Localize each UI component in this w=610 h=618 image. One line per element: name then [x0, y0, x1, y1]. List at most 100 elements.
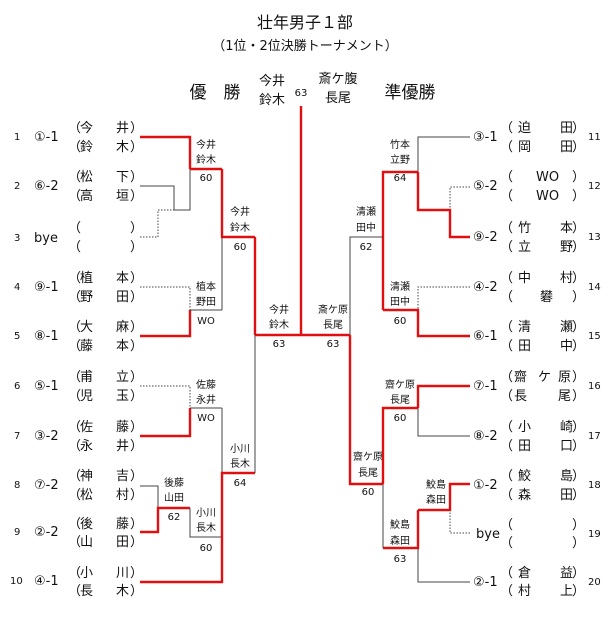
- player-name: 甫: [80, 370, 93, 385]
- player-name: 倉: [518, 566, 531, 581]
- result-score: 60: [394, 316, 407, 327]
- right-entry: ⑧-2 （小崎） （田口） 17: [473, 420, 601, 454]
- bracket-line: [416, 172, 470, 239]
- svg-text:（: （: [500, 240, 513, 255]
- result-score: 60: [200, 173, 213, 184]
- svg-text:）: ）: [130, 221, 143, 236]
- player-name: 野: [80, 290, 93, 305]
- player-name: 麻: [116, 320, 129, 335]
- right-entry: ⑥-1 （清瀬） （田中） 15: [473, 320, 601, 354]
- result-name: 植本: [196, 280, 216, 293]
- entry-seed: ④-1: [34, 574, 59, 589]
- left-entry: 6 ⑤-1 （甫立） （児玉）: [14, 370, 143, 404]
- player-name: 木: [116, 140, 129, 155]
- result-name: 田中: [356, 221, 376, 234]
- entry-seed: ②-2: [34, 525, 59, 540]
- player-name: 後: [80, 517, 93, 532]
- bracket-line: [140, 385, 191, 408]
- player-name: 垣: [116, 189, 129, 204]
- player-name: 長: [80, 584, 93, 599]
- bracket-line: [381, 170, 418, 237]
- result-score: 62: [168, 512, 181, 523]
- right-entry: ①-2 （鮫島） （森田） 18: [473, 469, 601, 503]
- svg-text:（: （: [68, 488, 81, 503]
- final-right-name-1: 斎ケ腹: [318, 71, 357, 87]
- player-name: 鮫: [518, 469, 531, 484]
- entry-number: 14: [588, 282, 601, 293]
- svg-text:）: ）: [572, 389, 585, 404]
- semi-left-name-2: 鈴木: [269, 318, 289, 331]
- player-name: 迫: [518, 121, 531, 136]
- right-entry: ②-1 （倉益） （村上） 20: [473, 566, 601, 599]
- result-score: 64: [394, 173, 407, 184]
- svg-text:）: ）: [572, 584, 585, 599]
- svg-text:）: ）: [130, 535, 143, 550]
- player-name: 井: [116, 439, 129, 454]
- result-name: 山田: [164, 492, 184, 504]
- entry-seed: ⑨-1: [34, 280, 59, 295]
- right-entry: ⑨-2 （竹本） （立野） 13: [473, 221, 601, 255]
- entry-number: 16: [588, 381, 601, 392]
- player-name: 益: [560, 566, 573, 581]
- result-name: 森田: [390, 534, 410, 547]
- svg-text:）: ）: [130, 389, 143, 404]
- champion-label: 優 勝: [190, 83, 241, 103]
- bracket-line: [383, 308, 470, 338]
- player-name: 神: [80, 469, 93, 484]
- left-entry: 9 ②-2 （後藤） （山田）: [14, 517, 143, 550]
- player-name: 尾: [558, 389, 571, 404]
- left-entry: 7 ③-2 （佐藤） （永井）: [14, 420, 143, 454]
- svg-text:（: （: [500, 339, 513, 354]
- svg-text:（: （: [68, 320, 81, 335]
- result-score: WO: [197, 316, 215, 327]
- svg-text:）: ）: [130, 469, 143, 484]
- left-entry: 8 ⑦-2 （神吉） （松村）: [14, 469, 143, 503]
- player-name: 礬: [540, 290, 553, 305]
- svg-text:（: （: [68, 535, 81, 550]
- player-name: 児: [80, 389, 93, 404]
- left-entry: 5 ⑧-1 （大麻） （藤本）: [14, 320, 143, 354]
- svg-text:）: ）: [572, 536, 585, 551]
- page-title: 壮年男子１部: [257, 13, 353, 32]
- result-name: 竹本: [390, 138, 410, 151]
- entry-seed: ⑧-2: [473, 429, 498, 444]
- svg-text:（: （: [500, 189, 513, 204]
- entry-number: 11: [588, 132, 601, 143]
- svg-text:（: （: [68, 370, 81, 385]
- svg-text:（: （: [500, 439, 513, 454]
- bracket-line: [417, 286, 470, 310]
- entry-seed: ①-2: [473, 478, 498, 493]
- result-score: 64: [234, 478, 247, 489]
- bracket-line: [140, 485, 159, 508]
- entry-seed: bye: [34, 231, 58, 246]
- svg-text:）: ）: [130, 320, 143, 335]
- result-score: 60: [394, 413, 407, 424]
- result-name: 小川: [230, 443, 250, 455]
- entry-seed: ⑤-1: [34, 379, 59, 394]
- bracket-line: [140, 135, 192, 169]
- svg-text:（: （: [68, 189, 81, 204]
- player-name: 井: [116, 121, 129, 136]
- bracket-line: [449, 510, 470, 534]
- result-name: 鈴木: [196, 153, 216, 166]
- svg-text:（: （: [68, 290, 81, 305]
- player-name: 野: [560, 240, 573, 255]
- final-score: 63: [295, 88, 308, 99]
- player-name: 口: [560, 439, 573, 454]
- result-name: 後藤: [164, 476, 184, 489]
- final-left-name-1: 今井: [259, 73, 285, 89]
- player-name: 川: [116, 566, 129, 581]
- player-name: 村: [116, 488, 129, 503]
- player-name: 中: [518, 271, 531, 286]
- bracket-line: [348, 335, 383, 486]
- entry-number: 13: [588, 232, 601, 243]
- svg-text:（: （: [68, 140, 81, 155]
- bracket-line: [140, 310, 192, 338]
- player-name: 鈴: [80, 140, 93, 155]
- svg-text:（: （: [500, 290, 513, 305]
- svg-text:）: ）: [572, 290, 585, 305]
- player-name: 立: [116, 370, 129, 385]
- entry-number: 6: [14, 381, 20, 392]
- svg-text:（: （: [500, 370, 513, 385]
